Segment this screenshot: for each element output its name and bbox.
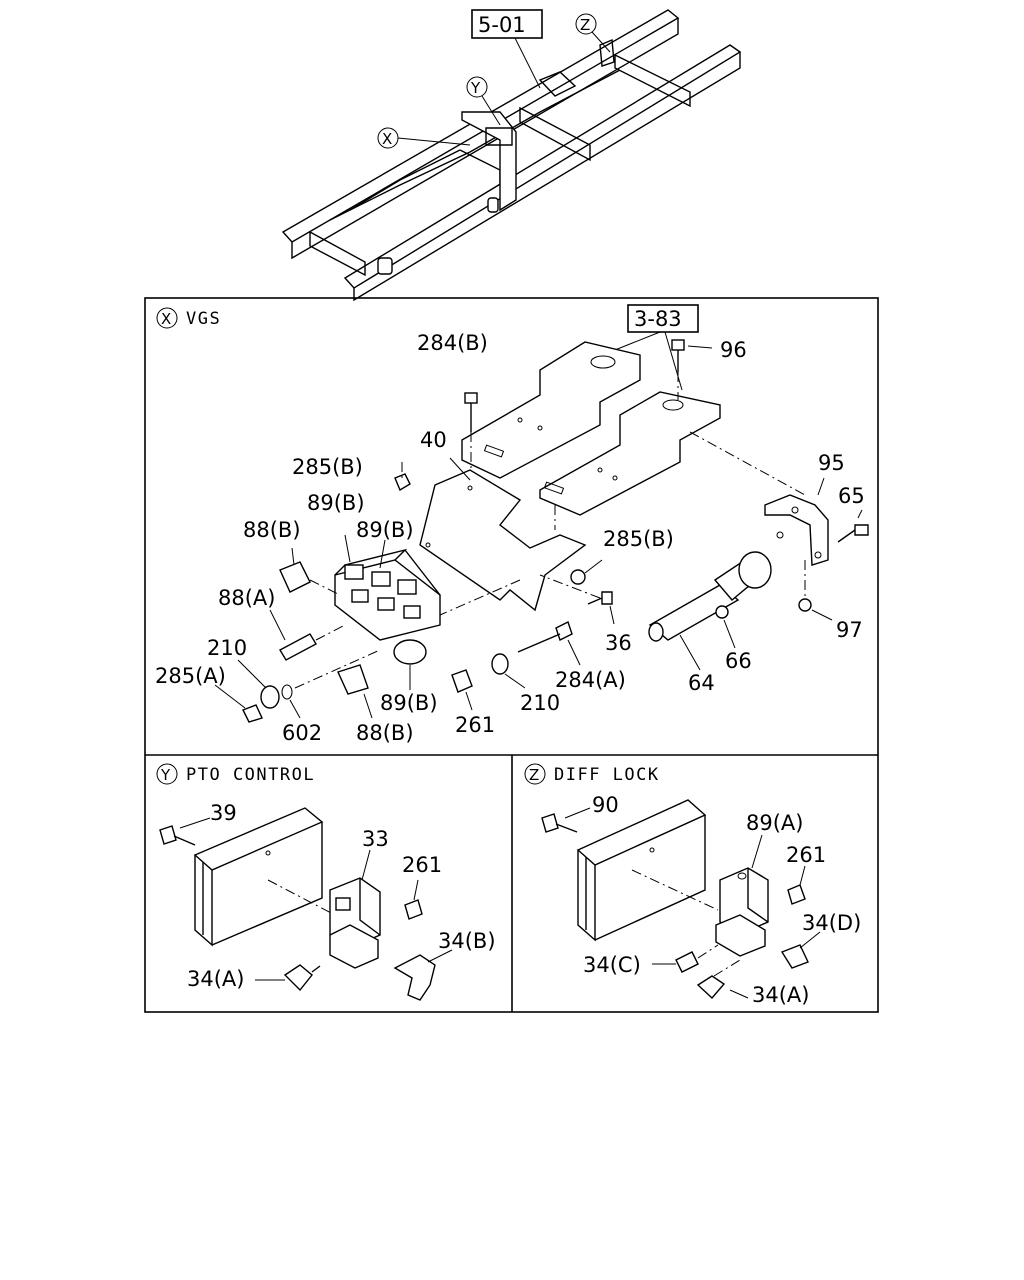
vgs-callout-88b-top: 88(B) [243,518,301,542]
overview-ref-box [471,9,543,39]
diff-callout-34a: 34(A) [752,983,809,1007]
diff-callout-90: 90 [592,793,619,817]
pto-marker-icon [156,763,178,785]
chassis-overview: 5-01 Z Y X [281,9,742,302]
vgs-callout-285a: 285(A) [155,664,226,688]
pto-callout-261: 261 [402,853,442,877]
vgs-callout-40: 40 [420,428,447,452]
diff-callout-89a: 89(A) [746,811,803,835]
vgs-callout-64: 64 [688,671,715,695]
diff-callout-34c: 34(C) [583,953,641,977]
overview-ref-label: 5-01 [478,13,526,37]
diff-marker: Z [529,766,539,784]
pto-callout-34b: 34(B) [438,929,496,953]
vgs-callout-210-right: 210 [520,691,560,715]
vgs-ref-label: 3-83 [634,307,682,331]
diff-panel: Z DIFF LOCK [524,763,821,1000]
vgs-callout-89b-1: 89(B) [307,491,365,515]
vgs-panel: X VGS 3-83 [156,304,869,723]
vgs-marker-icon [156,307,178,329]
vgs-callout-284a: 284(A) [555,668,626,692]
vgs-callout-66: 66 [725,649,752,673]
pto-title: PTO CONTROL [186,765,315,785]
marker-y-icon [466,76,488,98]
pto-callout-34a: 34(A) [187,967,244,991]
pto-marker: Y [160,766,171,784]
vgs-callout-88b-bottom: 88(B) [356,721,414,745]
pto-panel: Y PTO CONTROL [156,763,453,1001]
vgs-callout-285b-right: 285(B) [603,527,674,551]
vgs-callout-95: 95 [818,451,845,475]
vgs-callout-96: 96 [720,338,747,362]
pto-callouts: 39 33 261 34(B) 34(A) [187,801,496,991]
vgs-callout-89b-3: 89(B) [380,691,438,715]
vgs-title: VGS [186,309,221,329]
vgs-callout-88a: 88(A) [218,586,275,610]
overview-marker-z: Z [580,16,590,34]
overview-marker-y: Y [470,79,481,97]
diff-title: DIFF LOCK [554,765,660,785]
vgs-marker: X [161,310,171,328]
vgs-callout-65: 65 [838,484,865,508]
vgs-callouts: 284(B) 96 40 285(B) 95 89(B) 89(B) 65 88… [155,331,865,745]
overview-marker-x: X [382,130,392,148]
marker-z-icon [575,13,597,35]
vgs-callout-89b-2: 89(B) [356,518,414,542]
vgs-callout-36: 36 [605,631,632,655]
diff-callout-34d: 34(D) [802,911,861,935]
vgs-ref-box [627,304,699,333]
diff-callouts: 90 89(A) 261 34(D) 34(C) 34(A) [583,793,861,1007]
vgs-callout-284b: 284(B) [417,331,488,355]
diff-marker-icon [524,763,546,785]
vgs-callout-261: 261 [455,713,495,737]
vgs-callout-210-left: 210 [207,636,247,660]
pto-callout-33: 33 [362,827,389,851]
vgs-callout-285b-top: 285(B) [292,455,363,479]
diff-callout-261: 261 [786,843,826,867]
vgs-callout-602: 602 [282,721,322,745]
pto-callout-39: 39 [210,801,237,825]
vgs-callout-97: 97 [836,618,863,642]
